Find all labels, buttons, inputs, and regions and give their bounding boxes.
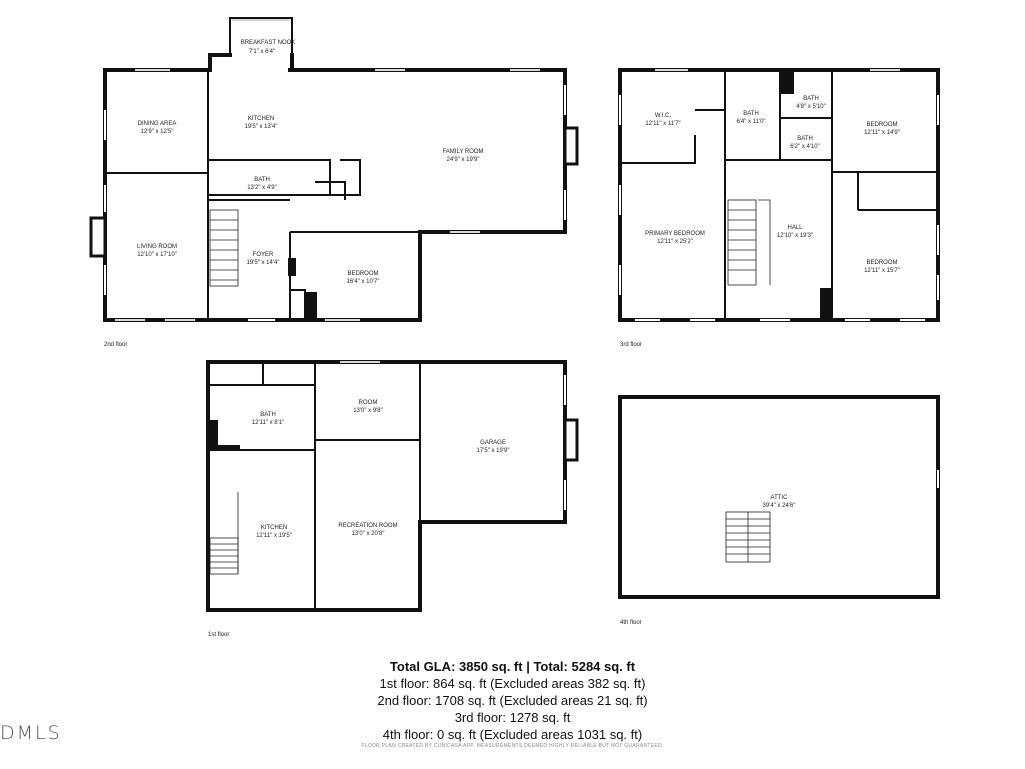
room-label-bedroom-3b: BEDROOM <box>866 260 897 266</box>
room-dim-bath-2: 13'2" x 4'9" <box>247 185 277 191</box>
floor-3-plan <box>618 68 940 322</box>
room-dim-bedroom-3a: 12'11" x 14'9" <box>864 130 900 136</box>
floor-3-stairs <box>727 199 771 286</box>
room-dim-recreation-room: 13'0" x 20'8" <box>352 531 385 537</box>
room-dim-bedroom-3b: 12'11" x 15'7" <box>864 268 900 274</box>
summary-floor-4: 4th floor: 0 sq. ft (Excluded areas 1031… <box>382 727 643 742</box>
summary-floor-3: 3rd floor: 1278 sq. ft <box>454 710 571 725</box>
room-label-primary-bedroom: PRIMARY BEDROOM <box>645 231 705 237</box>
room-dim-bath-3b: 4'8" x 5'10" <box>796 104 826 110</box>
room-label-breakfast-nook: BREAKFAST NOOK <box>241 40 296 46</box>
floor-label-3rd: 3rd floor <box>620 342 642 348</box>
floor-1-stairs <box>209 492 239 575</box>
floor-2-stairs <box>209 209 239 287</box>
room-dim-dining-area: 12'9" x 12'5" <box>141 129 174 135</box>
room-dim-attic: 39'4" x 24'6" <box>763 503 796 509</box>
room-dim-hall: 12'10" x 19'3" <box>777 233 813 239</box>
floor-4-plan <box>618 395 940 599</box>
floor-label-1st: 1st floor <box>208 632 229 638</box>
room-label-bath-1: BATH <box>260 412 276 418</box>
room-label-living-room: LIVING ROOM <box>137 244 177 250</box>
room-label-recreation-room: RECREATION ROOM <box>338 523 397 529</box>
floor-4-stairs <box>725 511 771 563</box>
mls-logo: DMLS <box>0 722 62 744</box>
room-label-dining-area: DINING AREA <box>138 121 177 127</box>
summary-floor-1: 1st floor: 864 sq. ft (Excluded areas 38… <box>379 676 646 691</box>
room-label-bath-3a: BATH <box>743 111 759 117</box>
room-dim-kitchen-1: 12'11" x 19'5" <box>256 533 292 539</box>
floor-2-plan <box>89 17 579 322</box>
room-label-foyer: FOYER <box>253 252 274 258</box>
room-label-attic: ATTIC <box>771 495 789 501</box>
room-dim-breakfast-nook: 7'1" x 6'4" <box>249 49 275 55</box>
room-dim-garage: 17'5" x 19'9" <box>477 448 510 454</box>
disclaimer-text: FLOOR PLAN CREATED BY CUBICASA APP. MEAS… <box>361 743 664 749</box>
summary-floor-2: 2nd floor: 1708 sq. ft (Excluded areas 2… <box>377 693 648 708</box>
room-dim-bath-3c: 6'2" x 4'10" <box>790 144 820 150</box>
room-label-bath-3b: BATH <box>803 96 819 102</box>
room-dim-foyer: 19'5" x 14'4" <box>247 260 280 266</box>
floor-label-2nd: 2nd floor <box>104 342 127 348</box>
room-label-wic: W.I.C. <box>655 113 672 119</box>
room-dim-primary-bedroom: 12'11" x 25'2" <box>657 239 693 245</box>
room-label-bedroom-2: BEDROOM <box>347 271 378 277</box>
room-dim-bedroom-2: 16'4" x 10'7" <box>347 279 380 285</box>
room-label-room-1: ROOM <box>359 400 378 406</box>
floor-1-plan <box>206 360 579 612</box>
floor-label-4th: 4th floor <box>620 620 642 626</box>
room-dim-kitchen-2: 19'5" x 13'4" <box>245 124 278 130</box>
room-dim-bath-1: 12'11" x 8'1" <box>252 420 284 426</box>
room-dim-living-room: 12'10" x 17'10" <box>137 252 177 258</box>
room-label-bath-3c: BATH <box>797 136 813 142</box>
room-label-family-room: FAMILY ROOM <box>442 149 483 155</box>
room-dim-bath-3a: 6'4" x 11'0" <box>736 119 765 125</box>
room-label-garage: GARAGE <box>480 440 506 446</box>
room-dim-wic: 12'11" x 11'7" <box>645 121 680 127</box>
room-dim-family-room: 24'9" x 19'9" <box>447 157 480 163</box>
room-label-hall: HALL <box>787 225 803 231</box>
room-label-bedroom-3a: BEDROOM <box>866 122 897 128</box>
summary-total: Total GLA: 3850 sq. ft | Total: 5284 sq.… <box>389 659 636 674</box>
room-label-kitchen-2: KITCHEN <box>248 116 274 122</box>
room-dim-room-1: 13'0" x 9'8" <box>353 408 383 414</box>
room-label-kitchen-1: KITCHEN <box>261 525 287 531</box>
room-label-bath-2: BATH <box>254 177 270 183</box>
area-summary: Total GLA: 3850 sq. ft | Total: 5284 sq.… <box>240 658 785 743</box>
